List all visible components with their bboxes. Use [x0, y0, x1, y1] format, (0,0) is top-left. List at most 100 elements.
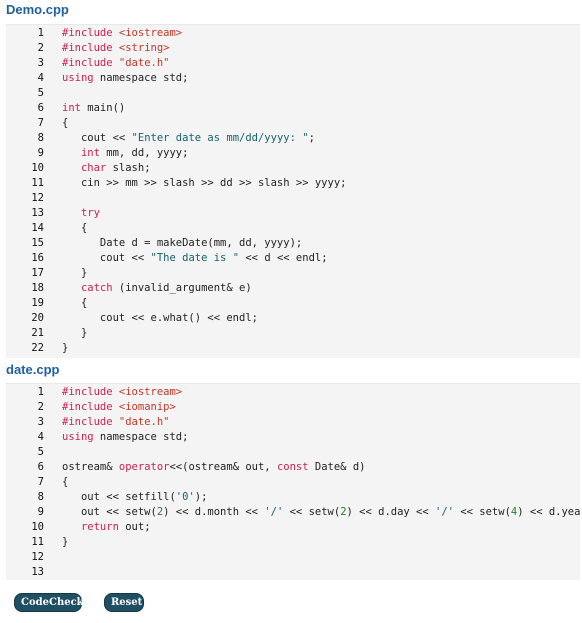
- code-token: [62, 162, 81, 174]
- code-token: #include: [62, 416, 119, 428]
- line-number: 21: [31, 327, 44, 339]
- code-line: 13 try: [6, 206, 580, 221]
- code-line: 20 cout << e.what() << endl;: [6, 311, 580, 326]
- code-text: ostream& operator<<(ostream& out, const …: [62, 460, 365, 475]
- code-token: <iostream>: [118, 386, 183, 398]
- line-number: 1: [37, 27, 44, 39]
- code-token: return: [80, 521, 119, 533]
- codecheck-button[interactable]: CodeCheck: [14, 593, 84, 612]
- code-token: {: [62, 476, 69, 488]
- code-token: cin >> mm >> slash >> dd >> slash >> yyy…: [62, 177, 347, 189]
- line-number: 6: [37, 461, 44, 473]
- code-token: "Enter date as mm/dd/yyyy: ": [131, 132, 309, 144]
- code-token: [62, 282, 81, 294]
- line-number: 6: [37, 102, 44, 114]
- code-token: {: [62, 117, 69, 129]
- code-editor-date[interactable]: 1#include <iostream>2#include <iomanip>3…: [6, 383, 582, 580]
- code-token: catch: [80, 282, 113, 294]
- line-number: 12: [31, 192, 44, 204]
- line-number: 14: [31, 222, 44, 234]
- code-text: }: [62, 326, 87, 341]
- code-token: namespace std;: [93, 431, 189, 443]
- code-token: out << setw(: [62, 506, 157, 518]
- line-number: 18: [31, 282, 44, 294]
- code-editor-demo[interactable]: 1#include <iostream>2#include <string>3#…: [6, 24, 580, 358]
- code-text: #include <iostream>: [62, 385, 182, 400]
- code-token: cout <<: [62, 252, 151, 264]
- code-token: "date.h": [118, 416, 170, 428]
- code-line: 1 #include <iostream>: [6, 385, 580, 400]
- code-text: using namespace std;: [62, 430, 188, 445]
- code-token: << setw(: [283, 506, 341, 518]
- code-token: '/': [435, 506, 454, 518]
- code-line: 12: [6, 191, 580, 206]
- line-number: 9: [37, 506, 44, 518]
- code-text: char slash;: [62, 161, 151, 176]
- code-token: << setw(: [454, 506, 511, 518]
- code-text: int mm, dd, yyyy;: [62, 146, 188, 161]
- code-text: using namespace std;: [62, 71, 188, 86]
- code-text: Date d = makeDate(mm, dd, yyyy);: [62, 236, 302, 251]
- code-token: [62, 147, 81, 159]
- code-line: 6 int main(): [6, 101, 580, 116]
- code-token: '/': [264, 506, 284, 518]
- code-token: slash;: [106, 162, 151, 174]
- code-line: 7{: [6, 116, 580, 131]
- line-number: 12: [31, 551, 44, 563]
- code-token: "date.h": [118, 57, 170, 69]
- code-token: #include: [62, 57, 119, 69]
- code-line: 3#include "date.h": [6, 56, 580, 71]
- code-token: using: [62, 431, 94, 443]
- line-number: 20: [31, 312, 44, 324]
- code-text: out << setfill('0');: [62, 490, 207, 505]
- reset-button[interactable]: Reset: [104, 593, 144, 612]
- code-token: ostream&: [62, 461, 119, 473]
- code-line: 22}: [6, 341, 580, 356]
- code-text: }: [62, 266, 87, 281]
- code-token: mm, dd, yyyy;: [99, 147, 189, 159]
- code-text: {: [62, 116, 68, 131]
- code-line: 13: [6, 565, 580, 580]
- code-line: 18 catch (invalid_argument& e): [6, 281, 580, 296]
- code-line: 14 {: [6, 221, 580, 236]
- code-token: [62, 521, 81, 533]
- line-number: 19: [31, 297, 44, 309]
- code-line: 3#include "date.h": [6, 415, 580, 430]
- code-token: char: [80, 162, 107, 174]
- code-token: 4: [510, 506, 518, 518]
- code-text: return out;: [62, 520, 151, 535]
- code-line: 12: [6, 550, 580, 565]
- code-text: #include "date.h": [62, 415, 169, 430]
- code-text: #include "date.h": [62, 56, 169, 71]
- code-text: cout << e.what() << endl;: [62, 311, 258, 326]
- code-text: }: [62, 341, 68, 356]
- code-token: <iostream>: [118, 27, 183, 39]
- code-line: 21 }: [6, 326, 580, 341]
- line-number: 10: [31, 162, 44, 174]
- code-token: }: [62, 327, 88, 339]
- code-line: 11 cin >> mm >> slash >> dd >> slash >> …: [6, 176, 580, 191]
- code-token: #include: [62, 42, 119, 54]
- code-token: cout << e.what() << endl;: [62, 312, 258, 324]
- code-text: int main(): [62, 101, 125, 116]
- line-number: 1: [37, 386, 44, 398]
- line-number: 22: [31, 342, 44, 354]
- code-token: #include: [62, 27, 119, 39]
- code-token: '0': [175, 491, 195, 503]
- code-token: out;: [118, 521, 151, 533]
- code-line: 10 char slash;: [6, 161, 580, 176]
- code-token: [62, 207, 81, 219]
- code-token: <<(ostream& out,: [169, 461, 277, 473]
- code-token: using: [62, 72, 94, 84]
- code-line: 8 cout << "Enter date as mm/dd/yyyy: ";: [6, 131, 580, 146]
- file-title-demo: Demo.cpp: [6, 2, 69, 17]
- code-token: #include: [62, 401, 119, 413]
- code-text: cout << "Enter date as mm/dd/yyyy: ";: [62, 131, 315, 146]
- code-token: "The date is ": [150, 252, 240, 264]
- code-line: 1 #include <iostream>: [6, 26, 580, 41]
- code-text: #include <string>: [62, 41, 169, 56]
- code-token: ) << d.year;: [517, 506, 582, 518]
- code-text: cout << "The date is " << d << endl;: [62, 251, 328, 266]
- line-number: 10: [31, 521, 44, 533]
- code-token: #include: [62, 386, 119, 398]
